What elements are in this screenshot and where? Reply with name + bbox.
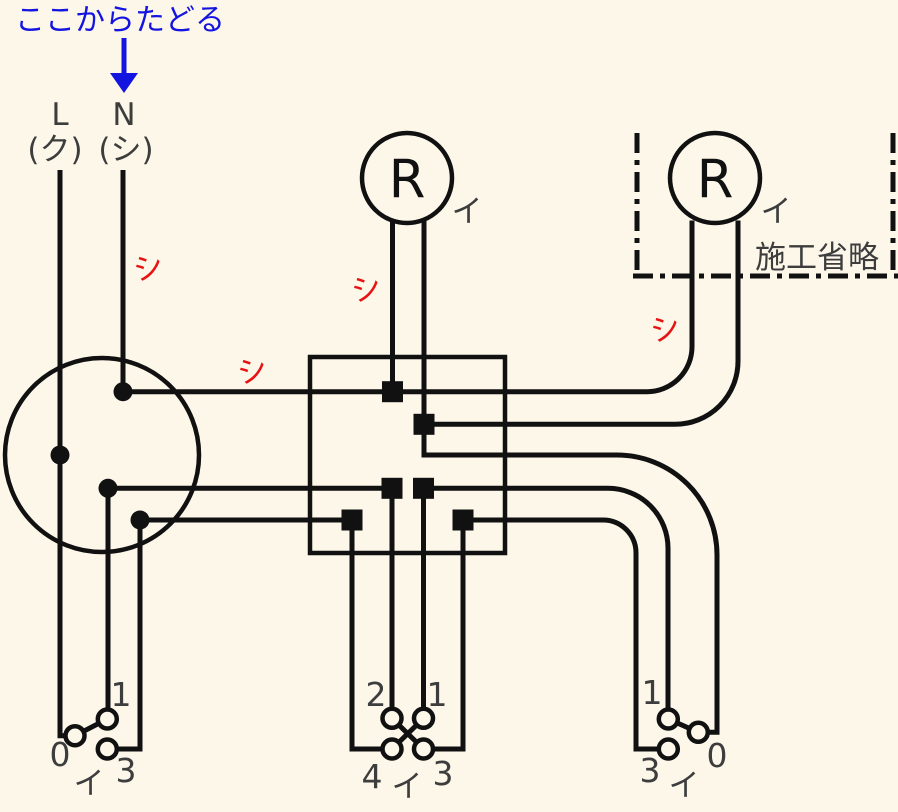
- wire-to-left-switch-3: [116, 520, 143, 752]
- right-switch-label-0: 0: [707, 736, 728, 775]
- fourway-circuit-label: イ: [392, 769, 423, 805]
- joint-dot-live: [50, 445, 70, 465]
- fourway-label-4: 4: [362, 757, 383, 796]
- wire-mark-shi-4: シ: [647, 309, 685, 351]
- fourway-contact-2: [380, 706, 404, 731]
- left-switch-labels: 1 0 3 イ: [50, 675, 137, 802]
- right-switch-label-3: 3: [640, 751, 661, 790]
- lamp-right: R イ: [667, 130, 792, 230]
- joint-dots: [50, 382, 150, 530]
- source-n-label: N: [112, 97, 135, 133]
- wire-marks: シ シ シ シ: [130, 248, 685, 393]
- wire-lamp-link: [424, 220, 741, 427]
- lamp-middle: R イ: [359, 130, 483, 230]
- left-switch-contact-1: [95, 707, 120, 731]
- fourway-contact-3: [411, 737, 436, 761]
- right-switch-contact-1: [656, 707, 681, 731]
- right-switch-label-1: 1: [642, 673, 663, 712]
- left-switch-contact-3: [95, 737, 120, 761]
- joint-box-rect: [307, 354, 508, 556]
- lamp-middle-symbol: R: [389, 149, 426, 210]
- left-switch-contact-0: [63, 723, 87, 748]
- fourway-contact-4: [380, 737, 404, 761]
- terminal-square-6: [452, 509, 474, 531]
- source-l-wire-label: (ク): [27, 132, 82, 168]
- lamp-right-circuit-label: イ: [761, 194, 792, 230]
- omission-label: 施工省略: [755, 240, 879, 276]
- joint-dot-switch3: [130, 510, 150, 530]
- source-n-wire-label: (シ): [98, 132, 153, 168]
- terminal-square-2: [413, 413, 435, 435]
- lamp-right-circle: [667, 130, 763, 226]
- switch-contacts: [63, 706, 711, 761]
- terminal-square-3: [381, 477, 403, 499]
- fourway-label-3: 3: [433, 754, 454, 793]
- terminal-square-4: [413, 477, 434, 499]
- right-switch-contact-3: [656, 737, 681, 761]
- fourway-switch-labels: 2 1 4 3 イ: [362, 675, 454, 805]
- source-labels: L N (ク) (シ): [27, 97, 153, 168]
- left-switch-circuit-label: イ: [74, 766, 105, 802]
- wire-box-to-fourway-3: [433, 530, 466, 752]
- omission-box: [633, 133, 898, 279]
- joint-dot-neutral: [113, 382, 133, 402]
- lamp-middle-circuit-label: イ: [452, 194, 483, 230]
- fourway-label-1: 1: [427, 675, 448, 714]
- fourway-contact-1: [411, 706, 436, 731]
- terminal-square-1: [382, 381, 403, 403]
- wire-box-to-right-switch-3: [463, 517, 659, 752]
- lamp-middle-circle: [359, 130, 455, 226]
- wire-mark-shi-3: シ: [348, 269, 386, 311]
- terminal-square-5: [341, 509, 363, 531]
- source-l-label: L: [51, 97, 69, 133]
- fourway-label-2: 2: [366, 675, 387, 714]
- left-switch-label-3: 3: [116, 751, 137, 790]
- junction-circle: [2, 355, 202, 555]
- trace-note-group: ここからたどる: [15, 3, 225, 93]
- wire-box-to-fourway-4: [349, 530, 383, 752]
- right-switch-circuit-label: イ: [669, 768, 700, 804]
- left-switch-label-1: 1: [111, 675, 132, 714]
- wire-mark-shi-1: シ: [130, 248, 168, 290]
- right-switch-labels: 1 0 3 イ: [640, 673, 728, 804]
- wire-neutral-to-right-lamp: [123, 220, 695, 395]
- joint-dot-switch1: [98, 478, 118, 498]
- wire-box-to-right-switch-1: [423, 485, 671, 710]
- left-switch-label-0: 0: [50, 735, 71, 774]
- terminal-squares: [341, 381, 474, 531]
- wire-mark-shi-2: シ: [234, 351, 272, 393]
- lamp-right-symbol: R: [697, 149, 734, 210]
- right-switch-contact-0: [686, 720, 711, 745]
- wire-to-right-switch-common: [421, 424, 720, 735]
- trace-note: ここからたどる: [15, 3, 225, 38]
- down-arrow-head-icon: [110, 73, 138, 93]
